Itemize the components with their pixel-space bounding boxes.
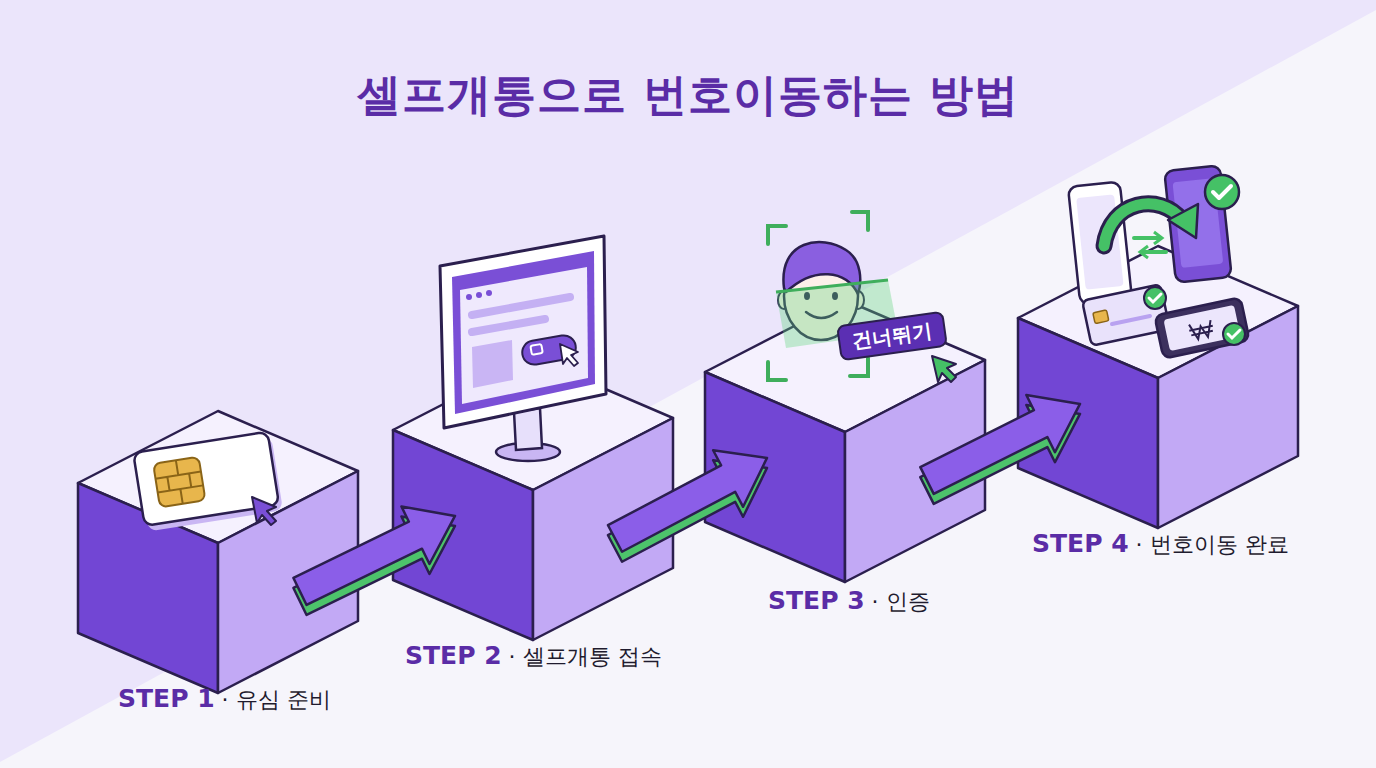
monitor	[560, 344, 578, 366]
step-block: STEP 4· 번호이동 완료	[1080, 246, 1240, 528]
step-label: STEP 3· 인증	[768, 586, 930, 617]
step-description: · 번호이동 완료	[1136, 530, 1289, 560]
diagram-title: 셀프개통으로 번호이동하는 방법	[0, 66, 1376, 125]
phone-transfer	[1205, 175, 1239, 209]
phone-transfer	[1104, 204, 1182, 246]
monitor	[486, 290, 492, 296]
cube-shape	[393, 358, 675, 644]
step-block: STEP 3· 인증건너뛰기	[767, 300, 927, 582]
cube-left-face	[393, 430, 533, 640]
phone-transfer	[1168, 204, 1198, 238]
cube-right-face	[1158, 306, 1298, 528]
step-description: · 셀프개통 접속	[509, 642, 662, 672]
cube-left-face	[705, 372, 845, 582]
monitor	[530, 344, 542, 355]
face-scan	[783, 242, 860, 294]
step-arrow	[293, 506, 455, 605]
step-arrow-group	[293, 506, 455, 615]
step-block: STEP 1· 유심 준비	[140, 411, 300, 693]
cube-shape	[1018, 246, 1300, 532]
step-number: STEP 4	[1032, 529, 1129, 558]
face-scan	[778, 291, 790, 309]
step-label: STEP 1· 유심 준비	[118, 684, 331, 715]
step-number: STEP 1	[118, 684, 215, 713]
step-label: STEP 2· 셀프개통 접속	[405, 641, 662, 672]
cube-right-face	[218, 471, 358, 693]
cube-right-face	[845, 360, 985, 582]
step-arrow-group	[920, 395, 1080, 504]
step-label: STEP 4· 번호이동 완료	[1032, 529, 1289, 560]
face-scan	[832, 292, 838, 300]
monitor	[472, 319, 545, 332]
face-scan	[776, 280, 888, 292]
step-description: · 유심 준비	[222, 685, 331, 715]
cube-left-face	[78, 483, 218, 693]
face-scan	[804, 292, 810, 300]
phone-transfer	[1104, 204, 1182, 246]
arrow-side	[920, 405, 1080, 504]
monitor	[476, 292, 482, 298]
phone-transfer	[1213, 186, 1231, 198]
step-number: STEP 2	[405, 641, 502, 670]
monitor	[472, 297, 570, 315]
step-description: · 인증	[872, 587, 930, 617]
cube-left-face	[1018, 318, 1158, 528]
step-arrow	[608, 450, 767, 551]
button-text: 건너뛰기	[851, 317, 934, 355]
step-arrow	[920, 395, 1080, 494]
cube-right-face	[533, 418, 673, 640]
step-arrow-group	[608, 450, 767, 561]
monitor	[466, 294, 472, 300]
arrow-side	[293, 516, 455, 615]
cube-shape	[78, 411, 360, 697]
step-block: STEP 2· 셀프개통 접속	[455, 358, 615, 640]
arrow-side	[608, 460, 767, 561]
step-number: STEP 3	[768, 586, 865, 615]
